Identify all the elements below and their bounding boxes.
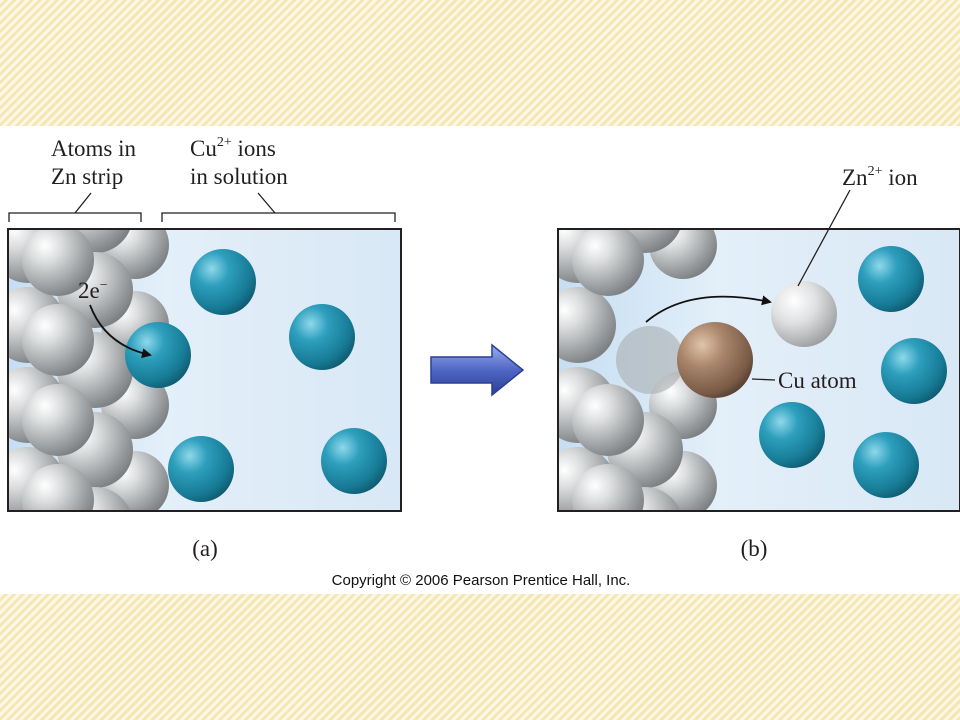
atoms-label-line2: Zn strip: [51, 164, 123, 189]
cu-ion: [168, 436, 234, 502]
copyright-notice: Copyright © 2006 Pearson Prentice Hall, …: [332, 572, 631, 589]
cu-atom-leader: [751, 378, 776, 381]
panel-a: 2e−: [7, 228, 402, 512]
cu-ion: [858, 246, 924, 312]
bottom-decorative-band: [0, 594, 960, 720]
panel-b-frame: [557, 228, 960, 512]
panel-b: Zn2+ ion Cu atom (b): [557, 164, 960, 561]
cu-ion: [759, 402, 825, 468]
cu-ions-a: [125, 249, 387, 502]
caption-b: (b): [741, 536, 768, 561]
zn-ion-leader: [797, 189, 851, 287]
caption-a: (a): [192, 536, 218, 561]
zn-strip-a: [8, 229, 169, 511]
cu-atom-label: Cu atom: [778, 368, 857, 393]
zn-strip-b: [558, 229, 717, 511]
zn-ion: [771, 281, 837, 347]
zn-strip-bracket: [8, 212, 142, 222]
panel-a-frame: [7, 228, 402, 512]
top-decorative-band: [0, 0, 960, 126]
electron-label: 2e−: [78, 278, 108, 303]
ions-b: [677, 246, 947, 498]
electron-transfer-arrow: [89, 304, 152, 359]
cu-ion: [321, 428, 387, 494]
cu-ion: [289, 304, 355, 370]
cu-ion: [881, 338, 947, 404]
ions-label-line1: Cu2+ ions: [190, 135, 276, 161]
cu-atom: [677, 322, 753, 398]
transition-arrow: [430, 343, 525, 397]
solution-bracket: [161, 212, 396, 222]
cu-ion: [190, 249, 256, 315]
zn-ion-label: Zn2+ ion: [842, 164, 918, 190]
cu-ion-reacting: [125, 322, 191, 388]
atoms-label-line1: Atoms in: [51, 136, 136, 161]
zn-release-arrow: [645, 295, 772, 323]
cu-ion: [853, 432, 919, 498]
ions-label-line2: in solution: [190, 164, 288, 189]
panel-a-labels: Atoms in Zn strip Cu2+ ions in solution …: [8, 135, 396, 561]
